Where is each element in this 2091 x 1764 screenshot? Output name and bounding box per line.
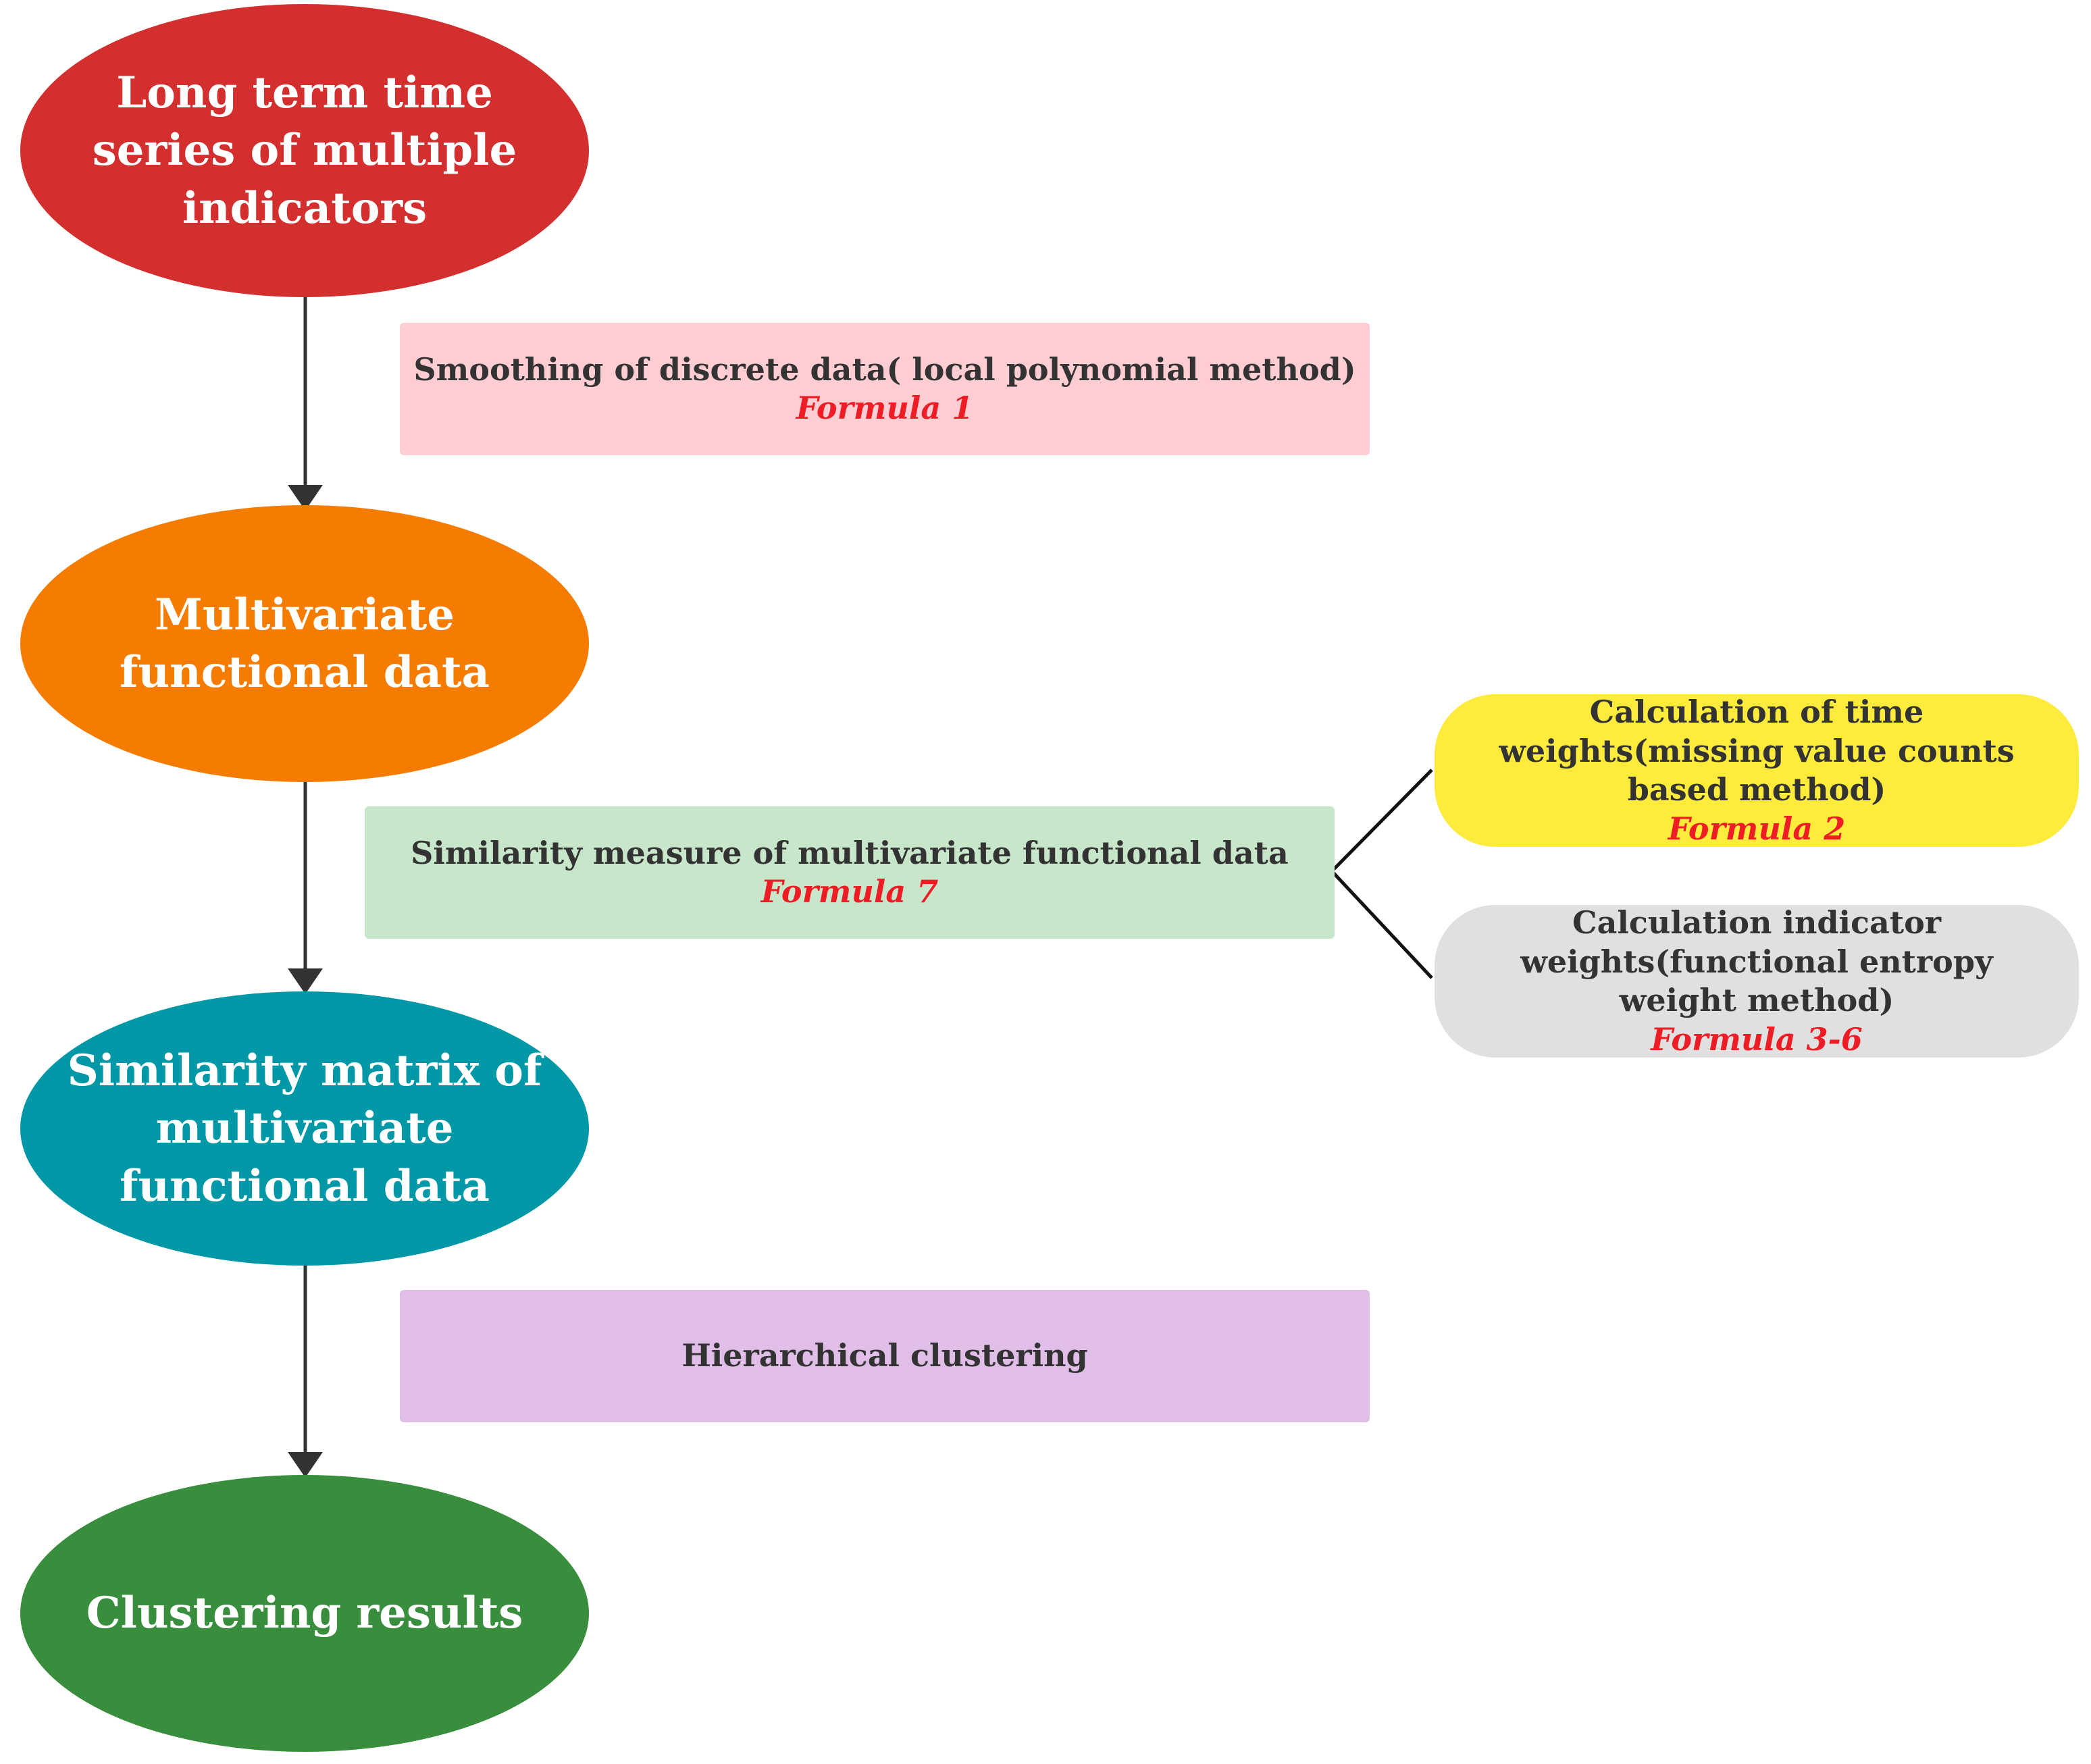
node-multivariate-functional-data: Multivariate functional data (20, 505, 589, 782)
branch-line-time-weights (1331, 769, 1433, 873)
node-long-term-time-series: Long term time series of multiple indica… (20, 4, 589, 297)
step-similarity-measure-label: Similarity measure of multivariate funct… (411, 834, 1289, 871)
step-hierarchical-clustering-label: Hierarchical clustering (681, 1337, 1088, 1374)
arrow-2 (288, 782, 323, 994)
step-indicator-weights-formula: Formula 3-6 (1651, 1020, 1863, 1058)
node-clustering-results-label: Clustering results (86, 1588, 523, 1639)
arrow-3 (288, 1266, 323, 1478)
step-time-weights-formula: Formula 2 (1668, 810, 1846, 847)
step-time-weights: Calculation of time weights(missing valu… (1435, 694, 2079, 847)
node-multivariate-functional-data-label: Multivariate functional data (120, 589, 490, 698)
branch-line-indicator-weights (1331, 870, 1433, 979)
node-similarity-matrix: Similarity matrix of multivariate functi… (20, 991, 589, 1266)
node-long-term-time-series-label: Long term time series of multiple indica… (92, 68, 517, 234)
step-similarity-measure-formula: Formula 7 (760, 873, 939, 910)
step-smoothing-label: Smoothing of discrete data( local polyno… (413, 351, 1356, 388)
step-similarity-measure: Similarity measure of multivariate funct… (365, 806, 1335, 939)
arrow-1 (288, 297, 323, 511)
step-indicator-weights: Calculation indicator weights(functional… (1435, 904, 2079, 1058)
step-time-weights-label: Calculation of time weights(missing valu… (1499, 694, 2015, 808)
node-clustering-results: Clustering results (20, 1475, 589, 1752)
step-smoothing: Smoothing of discrete data( local polyno… (400, 323, 1370, 455)
step-indicator-weights-label: Calculation indicator weights(functional… (1520, 904, 1993, 1018)
step-smoothing-formula: Formula 1 (796, 390, 974, 426)
node-similarity-matrix-label: Similarity matrix of multivariate functi… (67, 1045, 542, 1212)
step-hierarchical-clustering: Hierarchical clustering (400, 1290, 1370, 1422)
